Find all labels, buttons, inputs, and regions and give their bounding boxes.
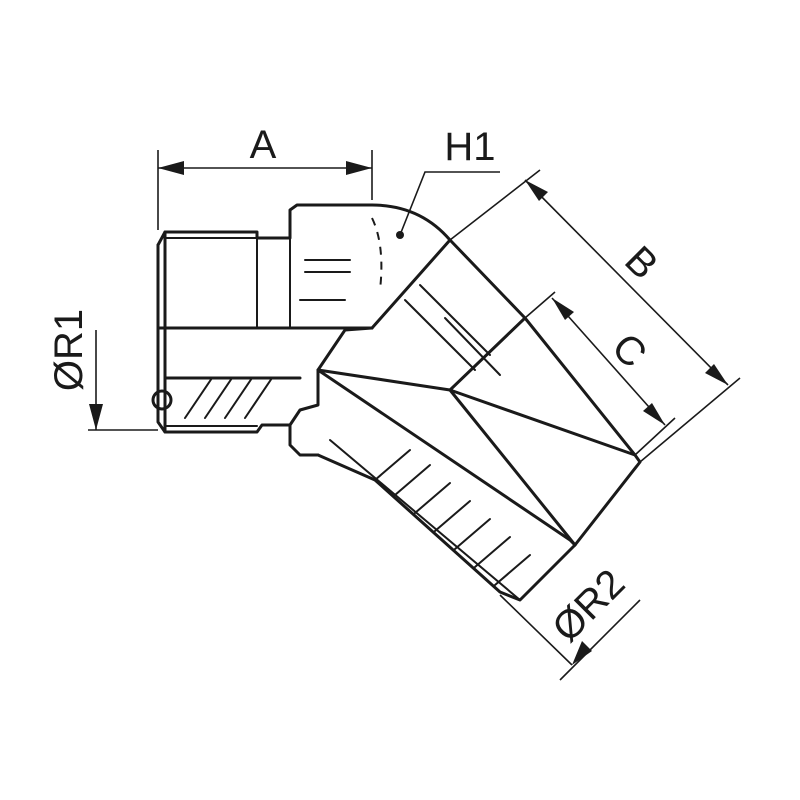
dimension-a: A <box>157 123 373 230</box>
male-thread-end <box>151 203 374 434</box>
dimension-c: C <box>524 291 676 456</box>
label-h1: H1 <box>444 125 495 169</box>
angled-thread-outlet <box>316 316 642 602</box>
angled-hex-nut <box>316 238 527 392</box>
arrow-down-icon <box>643 403 665 425</box>
arrow-left-icon <box>158 161 184 175</box>
arrow-up-icon <box>552 298 574 320</box>
label-a: A <box>250 123 277 167</box>
elbow-body <box>288 203 452 457</box>
arrow-up-icon <box>525 180 548 201</box>
dimension-r1: ØR1 <box>47 309 158 431</box>
label-r1: ØR1 <box>47 309 91 391</box>
label-c: C <box>603 325 655 377</box>
o-ring-icon <box>151 389 173 411</box>
arrow-down-icon <box>572 641 592 665</box>
arrow-right-icon <box>346 161 372 175</box>
label-r2: ØR2 <box>544 561 633 650</box>
arrow-down-icon <box>705 364 728 385</box>
dimension-b: B <box>449 169 741 463</box>
dimension-r2: ØR2 <box>499 561 641 681</box>
leader-h1: H1 <box>399 125 500 236</box>
arrow-down-icon <box>89 404 103 430</box>
